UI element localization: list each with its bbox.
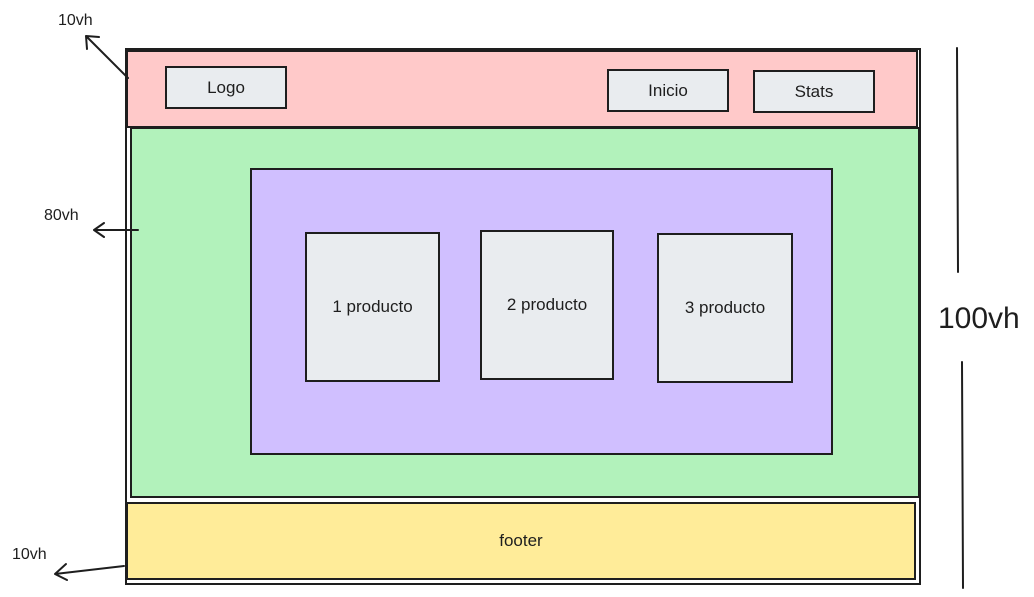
product-label-2: 2 producto: [506, 295, 588, 314]
total-line-bottom: [961, 361, 964, 589]
product-card-1: 1 producto: [305, 232, 440, 382]
product-label-3: 3 producto: [684, 298, 766, 317]
logo-box: Logo: [165, 66, 287, 109]
product-label-1: 1 producto: [332, 297, 413, 316]
main-height-label: 80vh: [44, 207, 79, 224]
product-card-2: 2 producto: [480, 230, 614, 380]
page-frame: [125, 48, 921, 585]
nav-stats-label: Stats: [794, 81, 834, 101]
header-height-label: 10vh: [58, 12, 93, 29]
nav-inicio-label: Inicio: [648, 80, 688, 100]
footer-region: footer: [126, 502, 916, 580]
total-line-top: [956, 47, 959, 273]
total-height-label: 100vh: [938, 302, 1020, 335]
product-card-3: 3 producto: [657, 233, 793, 383]
nav-stats-button: Stats: [753, 70, 875, 113]
footer-label: footer: [499, 531, 543, 550]
footer-height-label: 10vh: [12, 546, 47, 563]
footer-arrow: [54, 563, 125, 581]
header-arrow: [85, 35, 129, 79]
main-arrow: [93, 222, 139, 238]
logo-label: Logo: [207, 77, 245, 97]
nav-inicio-button: Inicio: [607, 69, 729, 112]
